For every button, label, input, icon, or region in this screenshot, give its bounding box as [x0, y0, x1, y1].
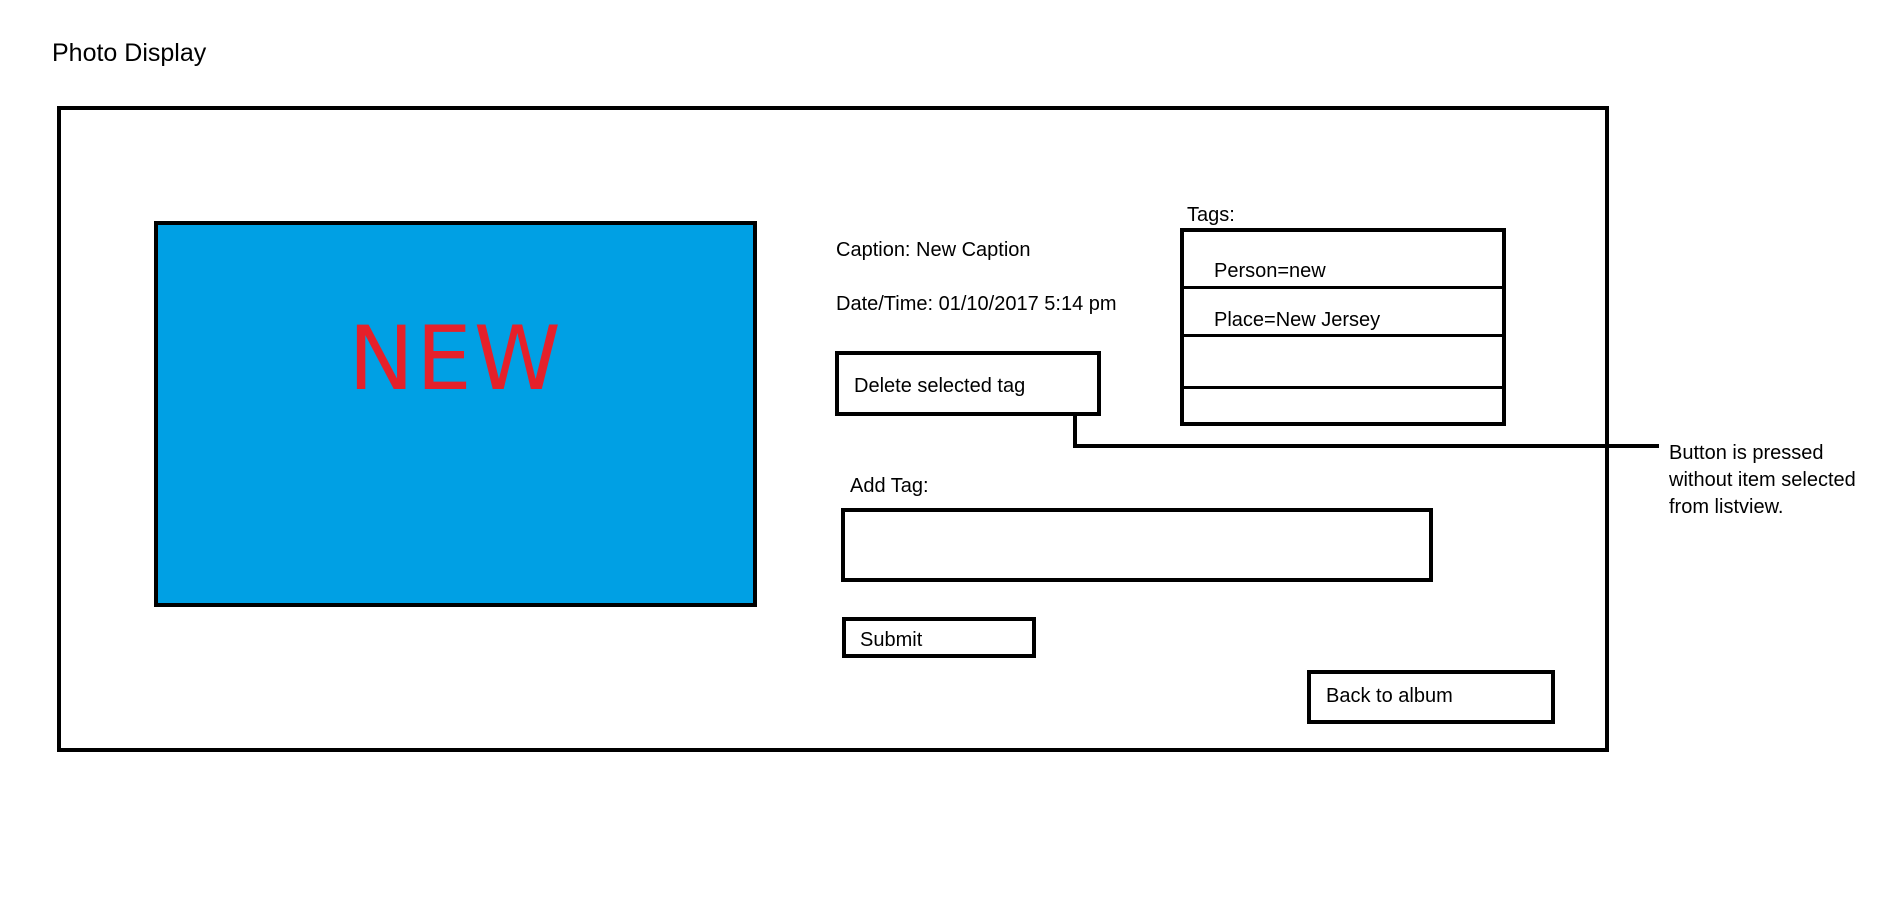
caption-label: Caption: New Caption — [836, 239, 1031, 261]
annotation-note-line: from listview. — [1669, 496, 1784, 518]
submit-button[interactable]: Submit — [842, 617, 1036, 658]
tag-list-item[interactable] — [1184, 337, 1502, 389]
annotation-connector-line — [1073, 444, 1659, 448]
tag-list-item-text: Person=new — [1214, 260, 1326, 282]
add-tag-label: Add Tag: — [850, 475, 929, 497]
delete-selected-tag-button[interactable]: Delete selected tag — [835, 351, 1101, 416]
tag-list-item[interactable]: Person=new — [1184, 232, 1502, 289]
main-frame — [57, 106, 1609, 752]
add-tag-input[interactable] — [841, 508, 1433, 582]
back-to-album-button[interactable]: Back to album — [1307, 670, 1555, 724]
annotation-connector-line — [1073, 416, 1077, 448]
photo-preview: NEW — [154, 221, 757, 607]
tag-list-item-text: Place=New Jersey — [1214, 309, 1381, 331]
tag-list-item[interactable] — [1184, 389, 1502, 422]
datetime-label: Date/Time: 01/10/2017 5:14 pm — [836, 293, 1117, 315]
photo-preview-text: NEW — [348, 307, 563, 410]
tags-listview[interactable]: Person=new Place=New Jersey — [1180, 228, 1506, 426]
tag-list-item[interactable]: Place=New Jersey — [1184, 289, 1502, 337]
annotation-note: Button is pressed without item selected … — [1669, 440, 1856, 521]
annotation-note-line: Button is pressed — [1669, 442, 1824, 464]
annotation-note-line: without item selected — [1669, 469, 1856, 491]
page-title: Photo Display — [52, 39, 207, 67]
tags-label: Tags: — [1187, 204, 1235, 226]
